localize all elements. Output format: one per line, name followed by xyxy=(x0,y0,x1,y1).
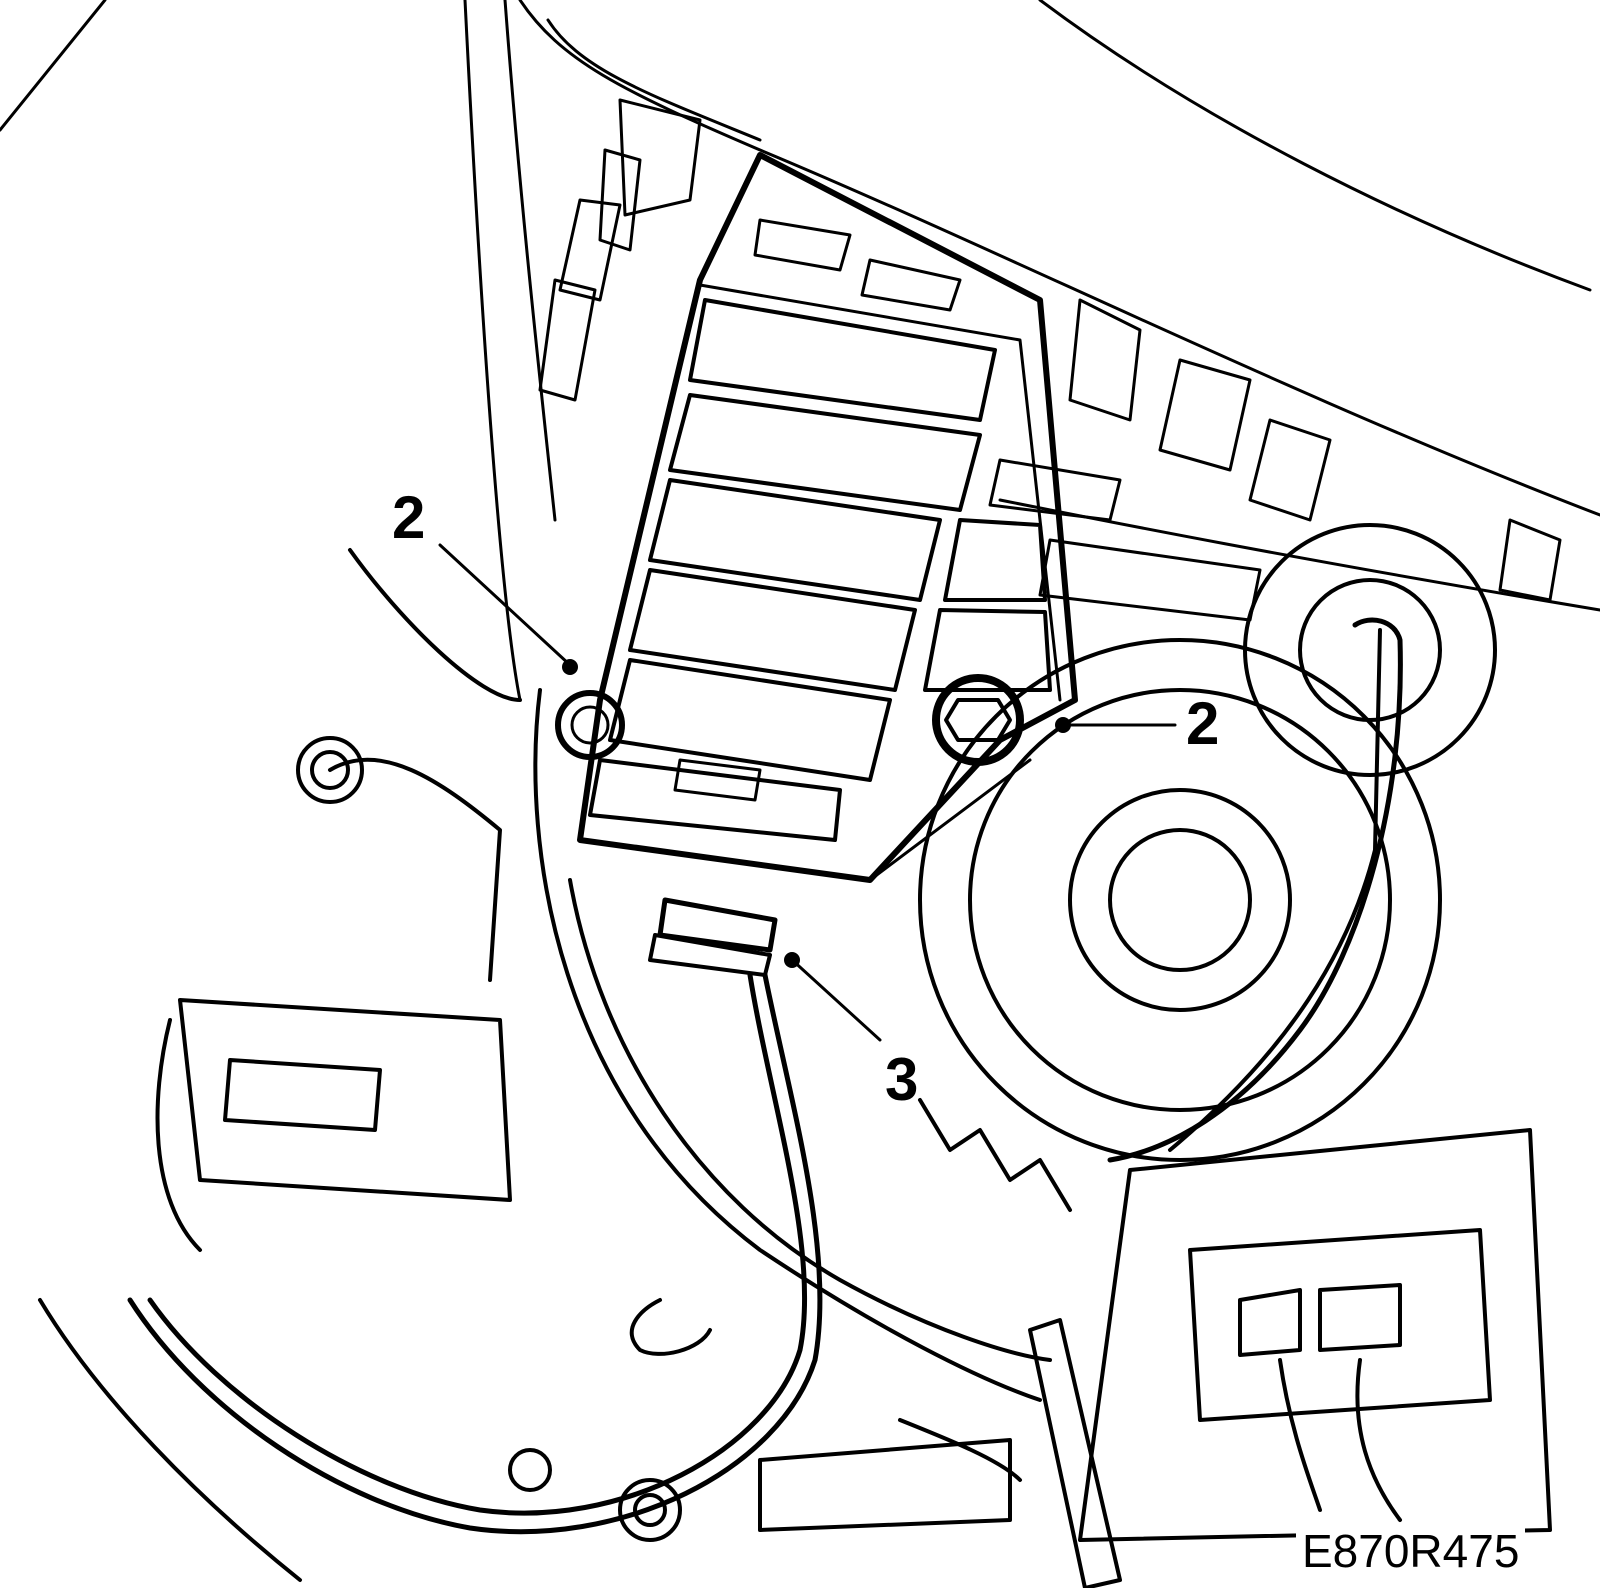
callout-right-bolt: 2 xyxy=(1186,690,1220,757)
right-mounting-bolt xyxy=(932,674,1024,766)
gear-wheel xyxy=(918,638,1442,1212)
left-mounting-bolt xyxy=(555,690,625,760)
figure-code: E870R475 xyxy=(1296,1528,1526,1574)
callout-dots xyxy=(562,659,1071,968)
lower-brackets xyxy=(38,548,1122,1588)
connector xyxy=(648,897,778,977)
control-module xyxy=(577,152,1078,883)
callout-leaders xyxy=(438,543,1177,1042)
grommet xyxy=(1107,523,1497,1163)
callout-left-bolt: 2 xyxy=(392,484,426,551)
hose xyxy=(533,688,1052,1402)
background-panel-lines xyxy=(0,0,1600,702)
relay-box xyxy=(1078,1128,1552,1542)
callout-connector: 3 xyxy=(885,1046,919,1113)
